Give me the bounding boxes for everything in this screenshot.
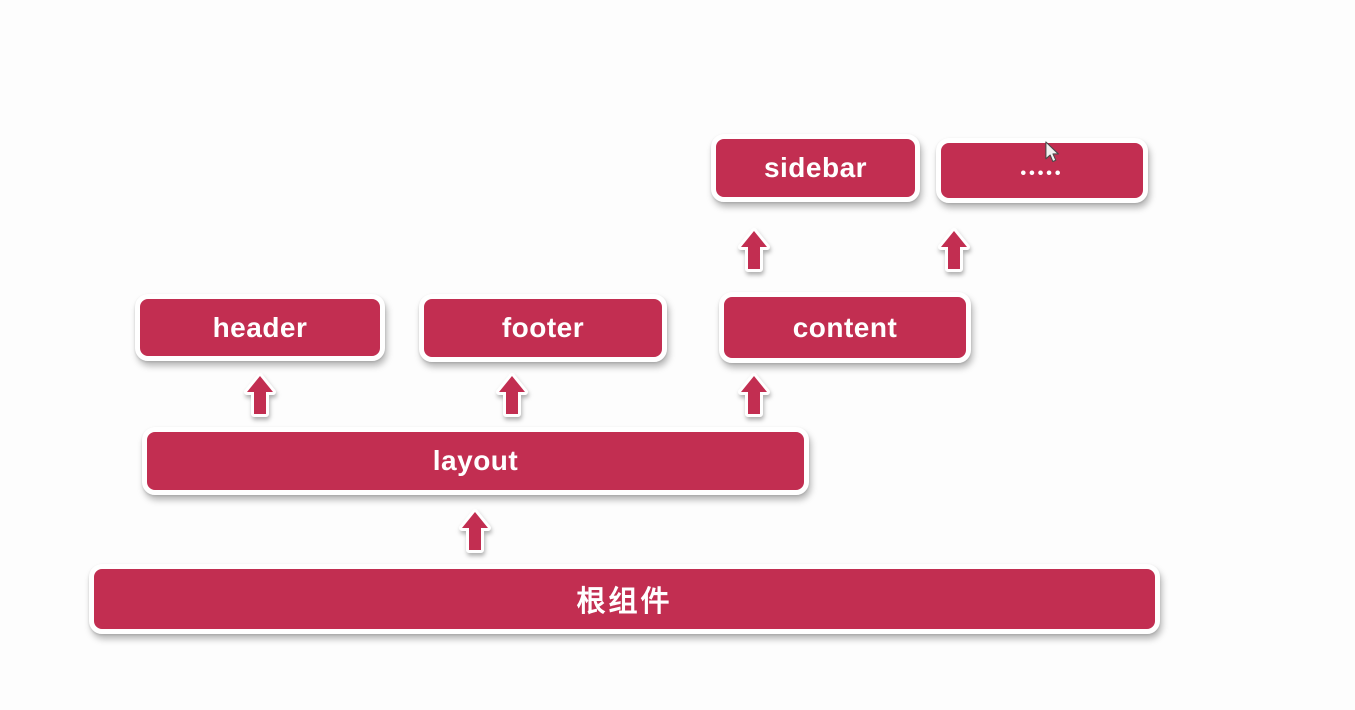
node-content: content: [719, 292, 971, 363]
node-layout-label: layout: [432, 445, 519, 476]
node-header-label: header: [212, 311, 308, 343]
up-arrow-icon: [938, 228, 970, 272]
up-arrow-icon: [738, 373, 770, 417]
up-arrow-icon: [244, 373, 276, 417]
node-layout: layout: [142, 427, 809, 495]
node-content-label: content: [792, 311, 898, 343]
mouse-cursor-icon: [1045, 141, 1059, 163]
node-root-component-label: 根组件: [576, 586, 673, 618]
node-footer: footer: [419, 294, 667, 362]
node-more: •••••: [936, 138, 1148, 203]
up-arrow-icon: [496, 373, 528, 417]
up-arrow-icon: [459, 509, 491, 553]
node-footer-label: footer: [501, 312, 585, 343]
node-sidebar: sidebar: [711, 134, 920, 202]
up-arrow-icon: [738, 228, 770, 272]
node-header: header: [135, 294, 385, 361]
node-more-label: •••••: [1020, 164, 1064, 182]
node-sidebar-label: sidebar: [763, 152, 868, 183]
node-root-component: 根组件: [89, 564, 1160, 634]
